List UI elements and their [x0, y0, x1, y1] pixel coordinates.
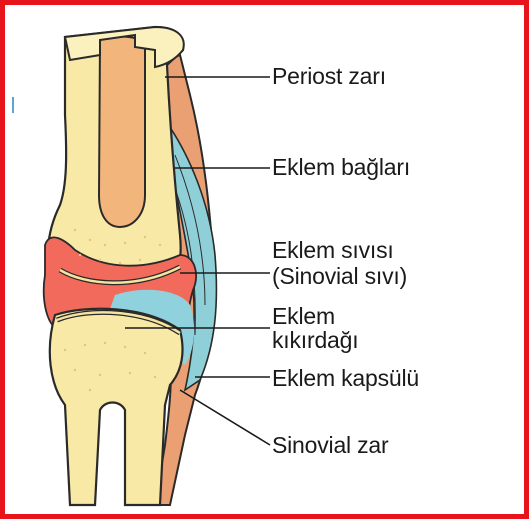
label-cartilage-line1: Eklem — [272, 303, 335, 329]
label-fluid-line2: (Sinovial sıvı) — [272, 263, 407, 289]
label-synovial-membrane: Sinovial zar — [272, 432, 389, 458]
label-periost: Periost zarı — [272, 63, 386, 89]
marrow-cavity — [99, 37, 145, 227]
leader-synovial — [180, 390, 270, 445]
label-fluid-line1: Eklem sıvısı — [272, 237, 394, 263]
knee-joint-diagram — [5, 5, 529, 519]
label-cartilage-line2: kıkırdağı — [272, 327, 358, 353]
label-ligaments: Eklem bağları — [272, 154, 410, 180]
label-capsule: Eklem kapsülü — [272, 365, 419, 391]
